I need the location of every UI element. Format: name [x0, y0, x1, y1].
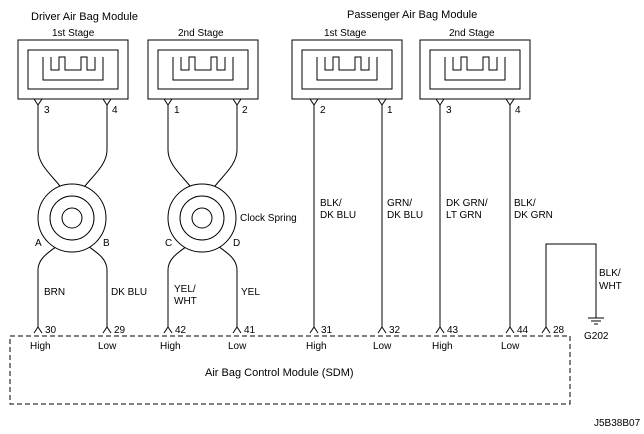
sdm-pin: 43	[447, 325, 459, 336]
passenger-stage1-label: 1st Stage	[324, 28, 367, 39]
wire-color-label: YEL	[241, 287, 260, 298]
wire-color-label: DK GRN/	[446, 198, 488, 209]
driver-module-title: Driver Air Bag Module	[31, 11, 138, 23]
connector-pin: 4	[515, 105, 521, 116]
driver-stage1-label: 1st Stage	[52, 28, 95, 39]
passenger-stage1-box	[291, 39, 403, 100]
connector-pin: 1	[174, 105, 180, 116]
connector-pin: 4	[112, 105, 118, 116]
wire-color-label: WHT	[174, 296, 197, 307]
wire-color-label: DK GRN	[514, 210, 553, 221]
sdm-label: Air Bag Control Module (SDM)	[205, 367, 354, 379]
clock-spring-terminal-c: C	[165, 238, 172, 249]
sdm-level: Low	[373, 341, 392, 352]
sdm-pin: 44	[517, 325, 529, 336]
connector-pin: 2	[320, 105, 326, 116]
sdm-level: High	[432, 341, 453, 352]
driver-stage2-box	[147, 39, 259, 100]
sdm-pin: 30	[45, 325, 57, 336]
wire-color-label: LT GRN	[446, 210, 482, 221]
driver-stage2-label: 2nd Stage	[178, 28, 224, 39]
wire-color-label: YEL/	[174, 284, 196, 295]
clock-spring-1	[37, 183, 107, 253]
connector-pin: 3	[44, 105, 50, 116]
sdm-pin: 29	[114, 325, 126, 336]
sdm-pin: 28	[553, 325, 565, 336]
sdm-level: Low	[501, 341, 520, 352]
connector-pin: 3	[446, 105, 452, 116]
sdm-level: High	[30, 341, 51, 352]
sdm-pin: 42	[175, 325, 187, 336]
figure-id: J5B38B07	[594, 418, 641, 429]
driver-stage1-box	[17, 39, 129, 100]
clock-spring-terminal-d: D	[233, 238, 240, 249]
clock-spring-terminal-b: B	[103, 238, 110, 249]
wire-color-label: DK BLU	[320, 210, 356, 221]
connector-pin-chevrons	[33, 98, 515, 106]
passenger-wires	[313, 105, 511, 327]
wire-color-label: GRN/	[387, 198, 412, 209]
sdm-pin: 41	[244, 325, 256, 336]
wire-color-label: BLK/	[320, 198, 342, 209]
wire-color-label: BRN	[44, 287, 65, 298]
wire-color-label: DK BLU	[387, 210, 423, 221]
wire-color-label: BLK/	[599, 268, 621, 279]
sdm-level: High	[160, 341, 181, 352]
clock-spring-2	[167, 183, 237, 253]
sdm-level: High	[306, 341, 327, 352]
passenger-stage2-box	[419, 39, 531, 100]
sdm-pin: 31	[321, 325, 333, 336]
sdm-level: Low	[228, 341, 247, 352]
connector-pin: 1	[387, 105, 393, 116]
connector-pin: 2	[242, 105, 248, 116]
sdm-level: Low	[98, 341, 117, 352]
ground-wire	[545, 243, 604, 327]
wire-color-label: WHT	[599, 281, 622, 292]
sdm-pin: 32	[389, 325, 401, 336]
passenger-stage2-label: 2nd Stage	[449, 28, 495, 39]
clock-spring-label: Clock Spring	[240, 213, 297, 224]
clock-spring-terminal-a: A	[35, 238, 42, 249]
sdm-box	[9, 335, 571, 405]
passenger-module-title: Passenger Air Bag Module	[347, 9, 477, 21]
wire-color-label: DK BLU	[111, 287, 147, 298]
ground-label: G202	[584, 331, 609, 342]
sdm-pin-chevrons	[33, 326, 551, 334]
wire-color-label: BLK/	[514, 198, 536, 209]
